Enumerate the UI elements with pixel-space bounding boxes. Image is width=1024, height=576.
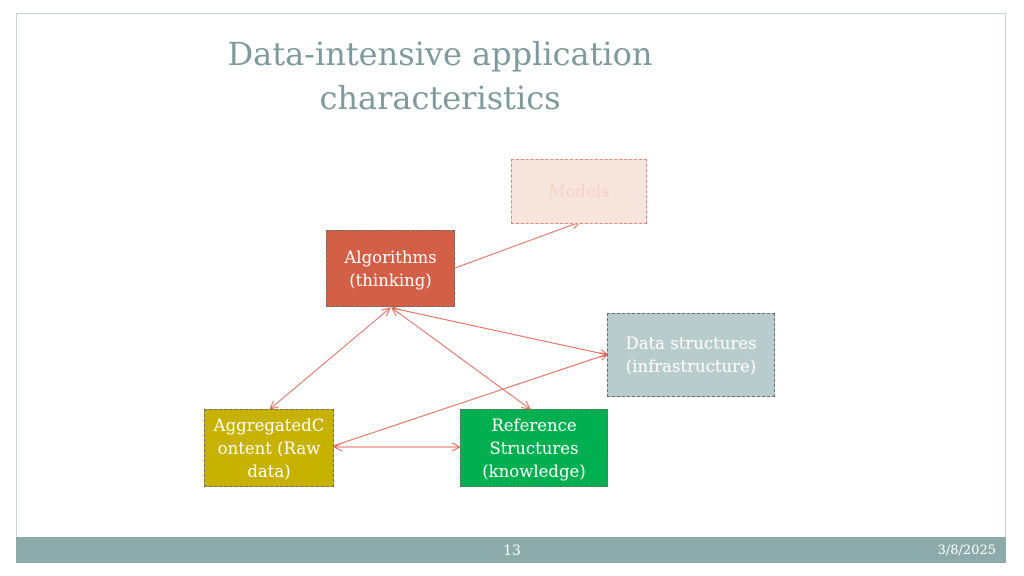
edge-algorithms-aggregated <box>270 308 390 409</box>
node-reference-label-2: Structures <box>489 438 579 458</box>
slide-date: 3/8/2025 <box>937 543 996 558</box>
node-data-structures-label-2: (infrastructure) <box>625 357 757 376</box>
page-number: 13 <box>503 543 521 559</box>
node-aggregated-content: AggregatedC ontent (Raw data) <box>204 409 334 487</box>
node-models: Models <box>511 159 647 224</box>
node-reference-label-1: Reference <box>491 415 577 435</box>
node-reference-structures: Reference Structures (knowledge) <box>460 409 608 487</box>
node-algorithms-label-2: (thinking) <box>349 270 432 290</box>
node-data-structures-label-1: Data structures <box>625 334 757 353</box>
node-data-structures: Data structures (infrastructure) <box>607 313 775 397</box>
node-aggregated-label-3: data) <box>247 461 291 481</box>
slide-title: Data-intensive application characteristi… <box>190 32 690 120</box>
node-reference-label-3: (knowledge) <box>482 461 586 481</box>
title-line-2: characteristics <box>319 79 561 117</box>
node-algorithms-label-1: Algorithms <box>344 247 437 267</box>
node-algorithms: Algorithms (thinking) <box>326 230 455 307</box>
node-models-label: Models <box>548 182 610 201</box>
node-aggregated-label-1: AggregatedC <box>213 415 325 435</box>
title-line-1: Data-intensive application <box>227 35 653 73</box>
footer-bar <box>16 537 1006 563</box>
node-aggregated-label-2: ontent (Raw <box>217 438 321 458</box>
edge-algorithms-models <box>454 222 580 269</box>
edge-aggregated-datastructures <box>324 354 608 449</box>
